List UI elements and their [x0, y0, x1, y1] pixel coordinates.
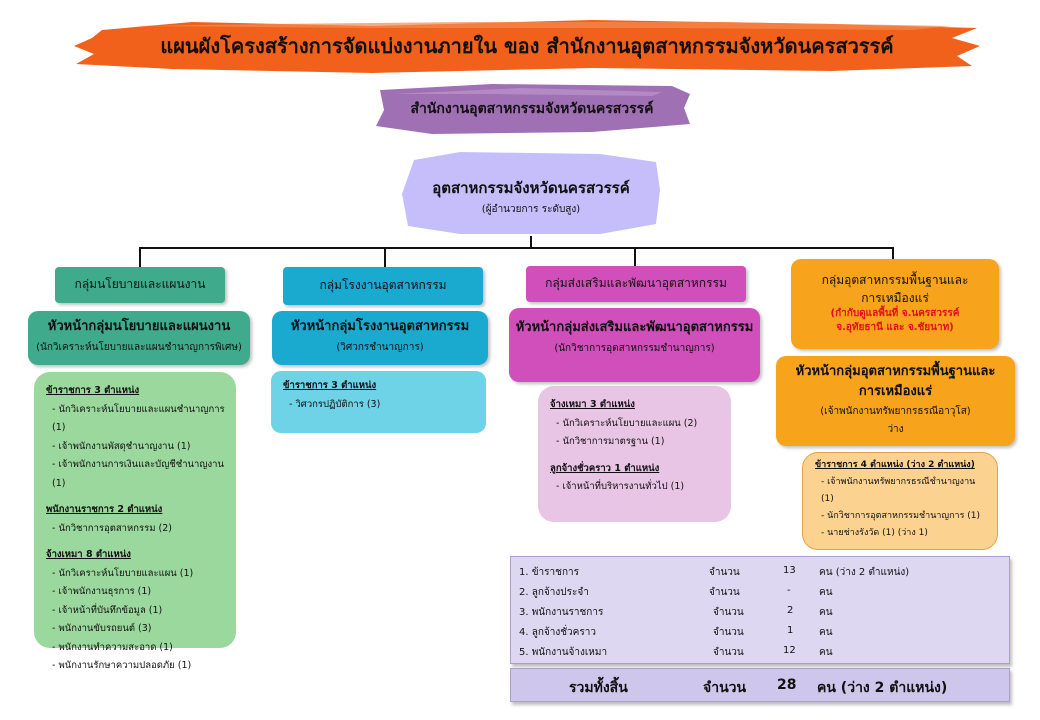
- staff-item: - นักวิเคราะห์นโยบายและแผน (2): [556, 417, 698, 429]
- staff-heading: ลูกจ้างชั่วคราว 1 ตำแหน่ง: [550, 462, 660, 474]
- connector-group4: [892, 247, 894, 259]
- summary-row: 1. ข้าราชการ จำนวน 13 คน (ว่าง 2 ตำแหน่ง…: [511, 561, 1009, 581]
- group-factory: กลุ่มโรงงานอุตสาหกรรม: [283, 267, 483, 305]
- head-policy-plan-sub: (นักวิเคราะห์นโยบายและแผนชำนาญการพิเศษ): [36, 341, 242, 353]
- summary-row-label: 1. ข้าราชการ: [519, 567, 579, 578]
- connector-group2: [384, 247, 386, 267]
- staff-heading: จ้างเหมา 8 ตำแหน่ง: [46, 549, 131, 561]
- group-basic-industry-mining: กลุ่มอุตสาหกรรมพื้นฐานและ การเหมืองแร่ (…: [791, 259, 999, 349]
- summary-row-count-label: จำนวน: [709, 587, 740, 598]
- group-promotion-label: กลุ่มส่งเสริมและพัฒนาอุตสาหกรรม: [545, 276, 727, 291]
- title-banner-shape: [74, 20, 980, 73]
- summary-row-count-label: จำนวน: [713, 627, 744, 638]
- summary-row-value: 12: [783, 645, 796, 656]
- total-unit: คน (ว่าง 2 ตำแหน่ง): [817, 680, 948, 696]
- summary-row: 3. พนักงานราชการ จำนวน 2 คน: [511, 601, 1009, 621]
- head4-vacant: ว่าง: [887, 424, 904, 435]
- group4-note-line1: (กำกับดูแลพื้นที่ จ.นครสวรรค์: [830, 307, 960, 319]
- staff-item: - พนักงานทำความสะอาด (1): [52, 641, 173, 653]
- summary-row-value: 2: [787, 605, 794, 616]
- staff-item: - พนักงานขับรถยนต์ (3): [52, 623, 152, 635]
- head4-title-line2: การเหมืองแร่: [858, 383, 933, 399]
- total-value: 28: [777, 677, 797, 693]
- head-policy-plan: หัวหน้ากลุ่มนโยบายและแผนงาน (นักวิเคราะห…: [28, 311, 250, 365]
- summary-row-value: 13: [783, 565, 796, 576]
- head-promotion: หัวหน้ากลุ่มส่งเสริมและพัฒนาอุตสาหกรรม (…: [509, 308, 760, 382]
- staff-item: - นักวิชาการอุตสาหกรรมชำนาญการ (1): [821, 511, 981, 522]
- connector-director: [530, 236, 532, 248]
- connector-group1: [139, 247, 141, 267]
- staff-item: - นักวิเคราะห์นโยบายและแผน (1): [52, 567, 194, 579]
- summary-row-count-label: จำนวน: [713, 607, 744, 618]
- total-count-label: จำนวน: [703, 680, 747, 696]
- summary-row-unit: คน: [819, 647, 833, 658]
- staff-heading: ข้าราชการ 4 ตำแหน่ง (ว่าง 2 ตำแหน่ง): [815, 460, 975, 470]
- staff-item: - พนักงานรักษาความปลอดภัย (1): [52, 660, 192, 672]
- director-title: อุตสาหกรรมจังหวัดนครสวรรค์: [432, 179, 630, 197]
- summary-row-count-label: จำนวน: [713, 647, 744, 658]
- staff-item: - นายช่างรังวัด (1) (ว่าง 1): [821, 528, 928, 539]
- office-label: สำนักงานอุตสาหกรรมจังหวัดนครสวรรค์: [410, 101, 654, 117]
- summary-row-value: 1: [787, 625, 794, 636]
- staff-basic-industry-mining: ข้าราชการ 4 ตำแหน่ง (ว่าง 2 ตำแหน่ง) - เ…: [802, 452, 998, 550]
- chart-title: แผนผังโครงสร้างการจัดแบ่งงานภายใน ของ สำ…: [160, 34, 894, 58]
- staff-promotion: จ้างเหมา 3 ตำแหน่ง - นักวิเคราะห์นโยบายแ…: [538, 386, 731, 522]
- staff-heading: จ้างเหมา 3 ตำแหน่ง: [550, 399, 635, 410]
- summary-row-unit: คน (ว่าง 2 ตำแหน่ง): [819, 567, 910, 578]
- group-factory-label: กลุ่มโรงงานอุตสาหกรรม: [319, 278, 447, 293]
- staff-item: - เจ้าพนักงานธุรการ (1): [52, 586, 152, 598]
- summary-row: 2. ลูกจ้างประจำ จำนวน - คน: [511, 581, 1009, 601]
- group4-name-line1: กลุ่มอุตสาหกรรมพื้นฐานและ: [821, 273, 969, 288]
- summary-row: 5. พนักงานจ้างเหมา จำนวน 12 คน: [511, 641, 1009, 661]
- head-factory-sub: (วิศวกรชำนาญการ): [336, 341, 424, 353]
- summary-row-label: 5. พนักงานจ้างเหมา: [519, 647, 608, 658]
- staff-policy-plan: ข้าราชการ 3 ตำแหน่ง - นักวิเคราะห์นโยบาย…: [34, 372, 236, 671]
- head-factory: หัวหน้ากลุ่มโรงงานอุตสาหกรรม (วิศวกรชำนา…: [272, 311, 488, 365]
- summary-row: 4. ลูกจ้างชั่วคราว จำนวน 1 คน: [511, 621, 1009, 641]
- head-promotion-title: หัวหน้ากลุ่มส่งเสริมและพัฒนาอุตสาหกรรม: [515, 320, 754, 335]
- staff-item: - นักวิเคราะห์นโยบายและแผนชำนาญการ (1): [52, 403, 225, 434]
- summary-row-count-label: จำนวน: [709, 567, 740, 578]
- staff-item: - เจ้าพนักงานการเงินและบัญชีชำนาญงาน (1): [52, 459, 224, 489]
- summary-row-unit: คน: [819, 587, 833, 598]
- head4-title-line1: หัวหน้ากลุ่มอุตสาหกรรมพื้นฐานและ: [795, 364, 996, 379]
- connector-horizontal: [139, 247, 893, 249]
- staff-item: - เจ้าพนักงานพัสดุชำนาญงาน (1): [52, 440, 191, 452]
- group-promotion: กลุ่มส่งเสริมและพัฒนาอุตสาหกรรม: [526, 266, 746, 302]
- connector-group3: [634, 247, 636, 267]
- head-basic-industry-mining: หัวหน้ากลุ่มอุตสาหกรรมพื้นฐานและ การเหมื…: [776, 356, 1015, 446]
- staff-heading: ข้าราชการ 3 ตำแหน่ง: [283, 380, 377, 391]
- staff-heading: พนักงานราชการ 2 ตำแหน่ง: [46, 504, 163, 516]
- head-factory-title: หัวหน้ากลุ่มโรงงานอุตสาหกรรม: [290, 319, 470, 334]
- staff-item: - นักวิชาการมาตรฐาน (1): [556, 436, 665, 448]
- summary-row-unit: คน: [819, 627, 833, 638]
- total-label: รวมทั้งสิ้น: [569, 680, 628, 696]
- group4-name-line2: การเหมืองแร่: [861, 290, 929, 305]
- office-shape: [376, 84, 690, 134]
- summary-row-value: -: [787, 585, 791, 596]
- staff-heading: ข้าราชการ 3 ตำแหน่ง: [46, 385, 140, 396]
- staff-item: - วิศวกรปฏิบัติการ (3): [289, 398, 381, 410]
- staff-item: - นักวิชาการอุตสาหกรรม (2): [52, 522, 172, 534]
- head4-sub: (เจ้าพนักงานทรัพยากรธรณีอาวุโส): [820, 406, 971, 417]
- head-promotion-sub: (นักวิชาการอุตสาหกรรมชำนาญการ): [554, 342, 715, 354]
- summary-row-label: 4. ลูกจ้างชั่วคราว: [519, 627, 596, 638]
- summary-total: รวมทั้งสิ้น จำนวน 28 คน (ว่าง 2 ตำแหน่ง): [510, 668, 1010, 702]
- summary-row-unit: คน: [819, 607, 833, 618]
- group-policy-plan-label: กลุ่มนโยบายและแผนงาน: [74, 277, 206, 292]
- director-shape: [402, 152, 660, 234]
- summary-row-label: 3. พนักงานราชการ: [519, 607, 604, 618]
- staff-item: - เจ้าพนักงานทรัพยากรธรณีชำนาญงาน (1): [821, 477, 976, 505]
- group-policy-plan: กลุ่มนโยบายและแผนงาน: [55, 267, 225, 303]
- summary-table: 1. ข้าราชการ จำนวน 13 คน (ว่าง 2 ตำแหน่ง…: [510, 556, 1010, 664]
- staff-factory: ข้าราชการ 3 ตำแหน่ง - วิศวกรปฏิบัติการ (…: [271, 371, 486, 433]
- summary-row-label: 2. ลูกจ้างประจำ: [519, 587, 589, 598]
- director-subtitle: (ผู้อำนวยการ ระดับสูง): [481, 204, 581, 215]
- staff-item: - เจ้าหน้าที่บันทึกข้อมูล (1): [52, 604, 163, 616]
- staff-item: - เจ้าหน้าที่บริหารงานทั่วไป (1): [556, 481, 685, 493]
- head-policy-plan-title: หัวหน้ากลุ่มนโยบายและแผนงาน: [47, 319, 231, 334]
- group4-note-line2: จ.อุทัยธานี และ จ.ชัยนาท): [836, 322, 954, 334]
